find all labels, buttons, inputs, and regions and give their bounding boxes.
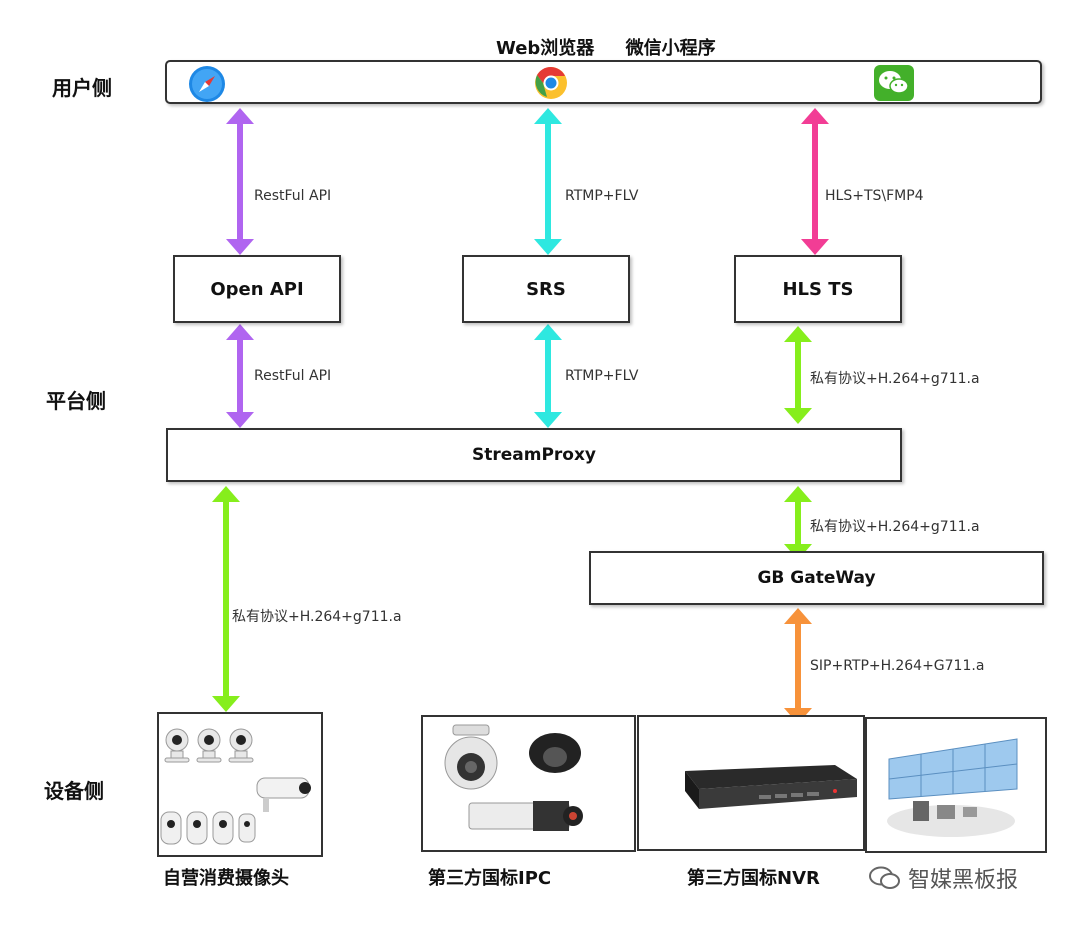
arrow-openapi-proxy [226,324,254,428]
user-client-bar [165,60,1042,104]
user-side-label: 用户侧 [52,76,112,100]
arrow-wechat-hls [801,108,829,255]
third-ipc-panel [421,715,636,852]
edge-label-chrome-srs: RTMP+FLV [565,188,639,204]
arrow-browser-openapi [226,108,254,255]
nvr-icon [685,765,857,809]
third-nvr-panel [637,715,865,851]
wechat-icon [874,65,914,101]
edge-label-openapi-proxy: RestFul API [254,368,332,384]
arrow-gateway-nvr [784,608,812,724]
own-camera-caption: 自营消费摄像头 [163,868,289,889]
own-camera-panel [157,712,323,857]
third-nvr-caption: 第三方国标NVR [687,868,820,889]
server-room-icon [887,738,1018,837]
gb-gateway-box: GB GateWay [589,551,1044,605]
device-side-label: 设备侧 [44,779,104,803]
ipc-camera-icon [444,724,583,831]
arrow-proxy-camera [212,486,240,712]
edge-label-srs-proxy: RTMP+FLV [565,368,639,384]
server-room-panel [865,717,1047,853]
hls-ts-box: HLS TS [734,255,902,323]
arrow-chrome-srs [534,108,562,255]
arrow-proxy-gateway [784,486,812,560]
open-api-box: Open API [173,255,341,323]
srs-box: SRS [462,255,630,323]
stream-proxy-box: StreamProxy [166,428,902,482]
edge-label-proxy-gateway: 私有协议+H.264+g711.a [810,519,980,535]
edge-label-wechat-hls: HLS+TS\FMP4 [825,188,924,204]
edge-label-browser-openapi: RestFul API [254,188,332,204]
client-title: Web浏览器 微信小程序 [496,38,716,59]
arrow-hls-proxy [784,326,812,424]
edge-label-gateway-nvr: SIP+RTP+H.264+G711.a [810,658,985,674]
watermark: 智媒黑板报 [868,862,1018,894]
camera-icon [160,728,311,845]
platform-side-label: 平台侧 [46,389,106,413]
edge-label-hls-proxy: 私有协议+H.264+g711.a [810,371,980,387]
wechat-logo-icon [869,866,900,889]
third-ipc-caption: 第三方国标IPC [428,868,552,889]
watermark-text: 智媒黑板报 [908,868,1019,893]
edge-label-proxy-camera: 私有协议+H.264+g711.a [232,609,402,625]
arrow-srs-proxy [534,324,562,428]
safari-icon [189,66,225,102]
chrome-icon [535,66,567,99]
